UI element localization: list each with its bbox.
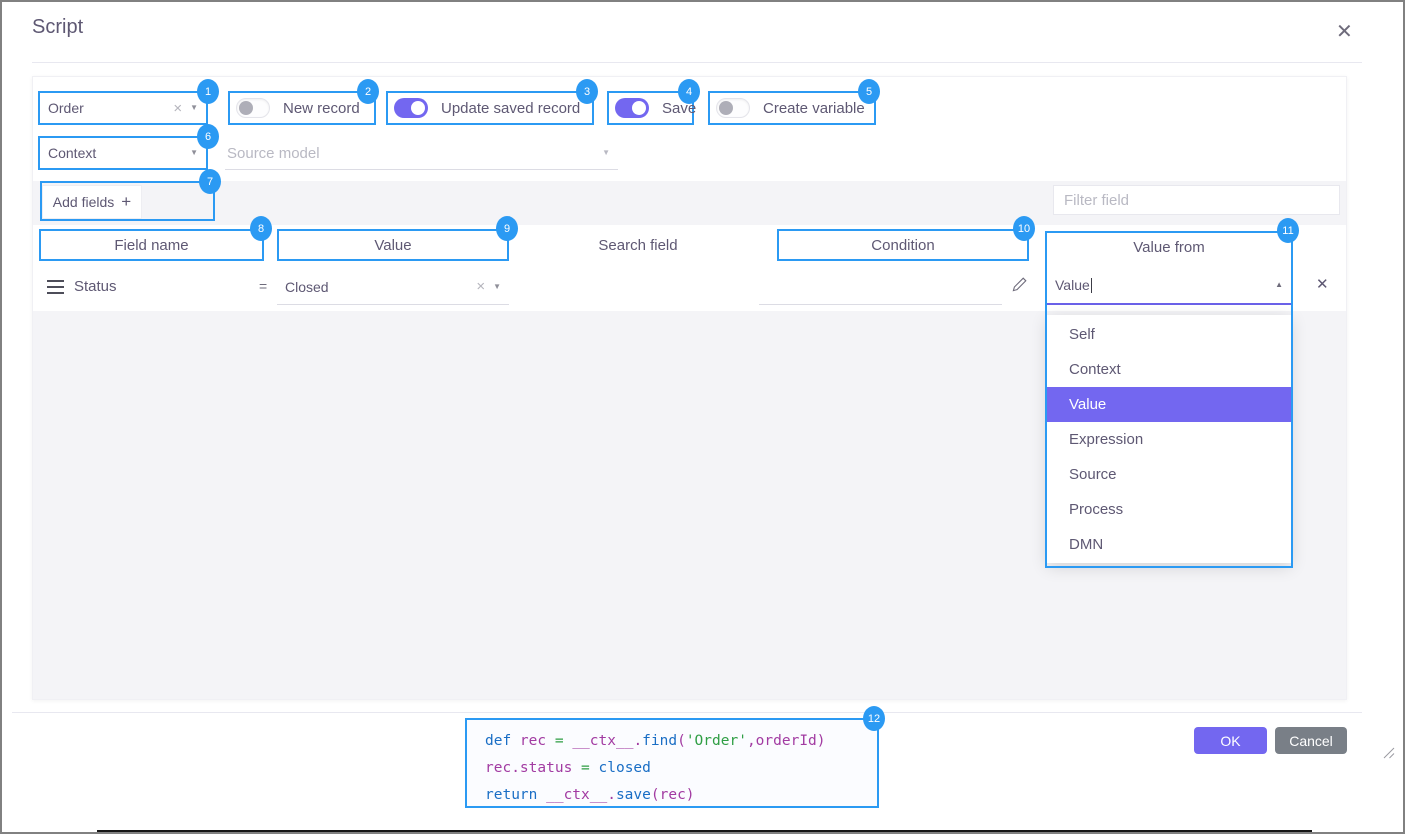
resize-handle-icon[interactable] xyxy=(1383,746,1395,764)
column-header-condition: Condition xyxy=(777,229,1029,261)
value-from-input[interactable]: Value ▲ xyxy=(1047,267,1291,305)
add-fields-label: Add fields xyxy=(52,194,115,210)
clear-icon[interactable]: × xyxy=(173,99,183,117)
source-model-placeholder: Source model xyxy=(227,144,320,162)
annotation-badge: 4 xyxy=(678,79,700,104)
menu-option-dmn[interactable]: DMN xyxy=(1069,536,1104,553)
menu-option-value[interactable]: Value xyxy=(1047,387,1291,422)
caret-down-icon[interactable]: ▼ xyxy=(493,281,501,291)
menu-option-source[interactable]: Source xyxy=(1069,466,1117,483)
toggle-new-record[interactable]: New record xyxy=(228,91,376,125)
filter-field-input[interactable] xyxy=(1053,185,1340,215)
annotation-badge: 12 xyxy=(863,706,885,731)
column-header-value-from: Value from xyxy=(1133,238,1205,256)
footer-divider xyxy=(12,712,1362,713)
annotation-badge: 2 xyxy=(357,79,379,104)
annotation-badge: 1 xyxy=(197,79,219,104)
menu-option-process[interactable]: Process xyxy=(1069,501,1124,518)
pencil-icon[interactable] xyxy=(1011,276,1028,298)
toggle-label: New record xyxy=(283,99,360,117)
drag-handle-icon[interactable] xyxy=(47,280,64,294)
annotation-badge: 10 xyxy=(1013,216,1035,241)
column-header-field-name: Field name xyxy=(39,229,264,261)
menu-option-self[interactable]: Self xyxy=(1069,326,1095,343)
row-value: Closed xyxy=(285,278,329,295)
value-from-text: Value xyxy=(1055,277,1090,293)
clear-icon[interactable]: × xyxy=(476,278,486,295)
menu-option-expression[interactable]: Expression xyxy=(1069,431,1144,448)
window-bottom-edge xyxy=(97,830,1312,832)
toggle-track[interactable] xyxy=(394,98,428,118)
header-divider xyxy=(32,62,1362,63)
toggle-knob xyxy=(239,101,253,115)
caret-up-icon[interactable]: ▲ xyxy=(1275,280,1283,289)
context-value: Context xyxy=(48,145,97,161)
toggle-update-saved-record[interactable]: Update saved record xyxy=(386,91,594,125)
ok-button[interactable]: OK xyxy=(1194,727,1267,754)
script-code[interactable]: def rec = __ctx__.find('Order',orderId)r… xyxy=(465,718,879,808)
source-model-select[interactable]: Source model ▼ xyxy=(225,137,618,170)
toggle-track[interactable] xyxy=(716,98,750,118)
annotation-badge: 5 xyxy=(858,79,880,104)
column-header-value: Value xyxy=(277,229,509,261)
row-condition-input[interactable] xyxy=(759,269,1002,305)
text-cursor xyxy=(1090,277,1093,293)
page-title: Script xyxy=(32,16,84,38)
toggle-label: Create variable xyxy=(763,99,865,117)
add-fields-button[interactable]: Add fields + xyxy=(42,185,142,219)
equals-operator: = xyxy=(259,278,268,294)
toggle-knob xyxy=(719,101,733,115)
toggle-label: Update saved record xyxy=(441,99,581,117)
row-value-select[interactable]: Closed × ▼ xyxy=(277,269,509,305)
caret-down-icon[interactable]: ▼ xyxy=(190,148,198,157)
context-select[interactable]: Context ▼ xyxy=(38,136,208,170)
caret-down-icon[interactable]: ▼ xyxy=(602,148,610,157)
toggle-knob xyxy=(411,101,425,115)
column-header-search-field: Search field xyxy=(598,236,678,254)
add-fields-annotation: Add fields + xyxy=(40,181,215,221)
toggle-create-variable[interactable]: Create variable xyxy=(708,91,876,125)
toggle-track[interactable] xyxy=(236,98,270,118)
record-type-select[interactable]: Order × ▼ xyxy=(38,91,208,125)
annotation-badge: 6 xyxy=(197,124,219,149)
remove-row-icon[interactable]: ✕ xyxy=(1316,276,1329,293)
annotation-badge: 8 xyxy=(250,216,272,241)
row-field-name: Status xyxy=(74,278,117,295)
close-icon[interactable]: ✕ xyxy=(1336,21,1353,43)
toggle-track[interactable] xyxy=(615,98,649,118)
annotation-badge: 3 xyxy=(576,79,598,104)
annotation-badge: 9 xyxy=(496,216,518,241)
content-panel: Order × ▼ New record Update saved record… xyxy=(32,76,1347,700)
annotation-badge: 7 xyxy=(199,169,221,194)
record-type-value: Order xyxy=(48,100,84,116)
menu-option-context[interactable]: Context xyxy=(1069,361,1121,378)
cancel-button[interactable]: Cancel xyxy=(1275,727,1347,754)
caret-down-icon[interactable]: ▼ xyxy=(190,103,198,112)
annotation-badge: 11 xyxy=(1277,218,1299,243)
plus-icon: + xyxy=(121,192,132,211)
toggle-knob xyxy=(632,101,646,115)
